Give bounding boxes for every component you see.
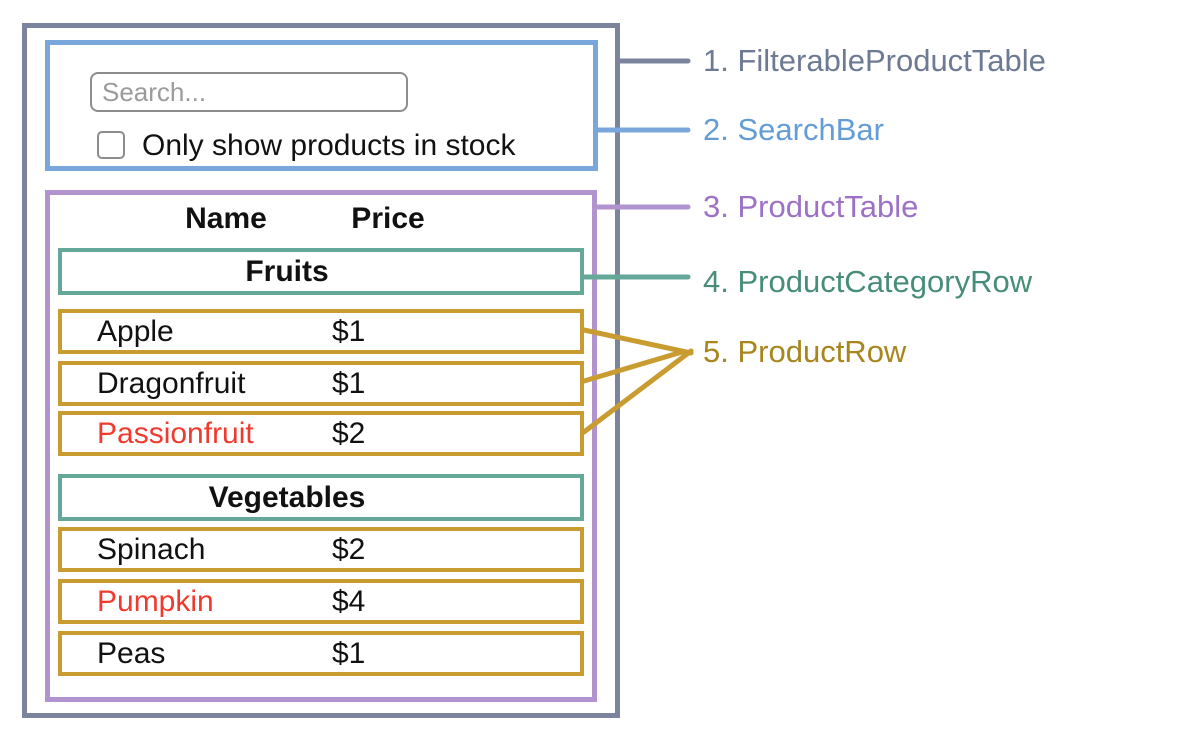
product-price: $2 bbox=[332, 532, 366, 566]
product-name: Spinach bbox=[97, 532, 206, 566]
legend-filterable-product-table: 1. FilterableProductTable bbox=[703, 43, 1046, 78]
category-row-vegetables: Vegetables bbox=[58, 474, 584, 521]
column-header-price: Price bbox=[351, 202, 425, 235]
product-name-out-of-stock: Passionfruit bbox=[97, 416, 254, 450]
legend-product-table: 3. ProductTable bbox=[703, 189, 919, 224]
product-row-spinach: Spinach $2 bbox=[58, 527, 584, 572]
product-name-out-of-stock: Pumpkin bbox=[97, 584, 214, 618]
in-stock-checkbox[interactable] bbox=[97, 131, 125, 159]
product-name: Dragonfruit bbox=[97, 366, 246, 400]
product-name: Peas bbox=[97, 636, 166, 670]
product-row-peas: Peas $1 bbox=[58, 631, 584, 676]
category-row-fruits: Fruits bbox=[58, 248, 584, 295]
product-row-apple: Apple $1 bbox=[58, 309, 584, 354]
product-row-passionfruit: Passionfruit $2 bbox=[58, 411, 584, 456]
product-row-pumpkin: Pumpkin $4 bbox=[58, 579, 584, 624]
product-row-dragonfruit: Dragonfruit $1 bbox=[58, 361, 584, 406]
product-price: $4 bbox=[332, 584, 366, 618]
category-label: Vegetables bbox=[208, 480, 366, 514]
legend-search-bar: 2. SearchBar bbox=[703, 112, 884, 147]
category-label: Fruits bbox=[245, 254, 329, 288]
in-stock-checkbox-label: Only show products in stock bbox=[142, 129, 516, 162]
search-input[interactable] bbox=[90, 72, 408, 112]
product-price: $1 bbox=[332, 636, 366, 670]
product-price: $2 bbox=[332, 416, 366, 450]
product-price: $1 bbox=[332, 366, 366, 400]
legend-product-category-row: 4. ProductCategoryRow bbox=[703, 264, 1033, 299]
column-header-name: Name bbox=[185, 202, 267, 235]
product-name: Apple bbox=[97, 314, 174, 348]
legend-product-row: 5. ProductRow bbox=[703, 334, 907, 369]
product-price: $1 bbox=[332, 314, 366, 348]
